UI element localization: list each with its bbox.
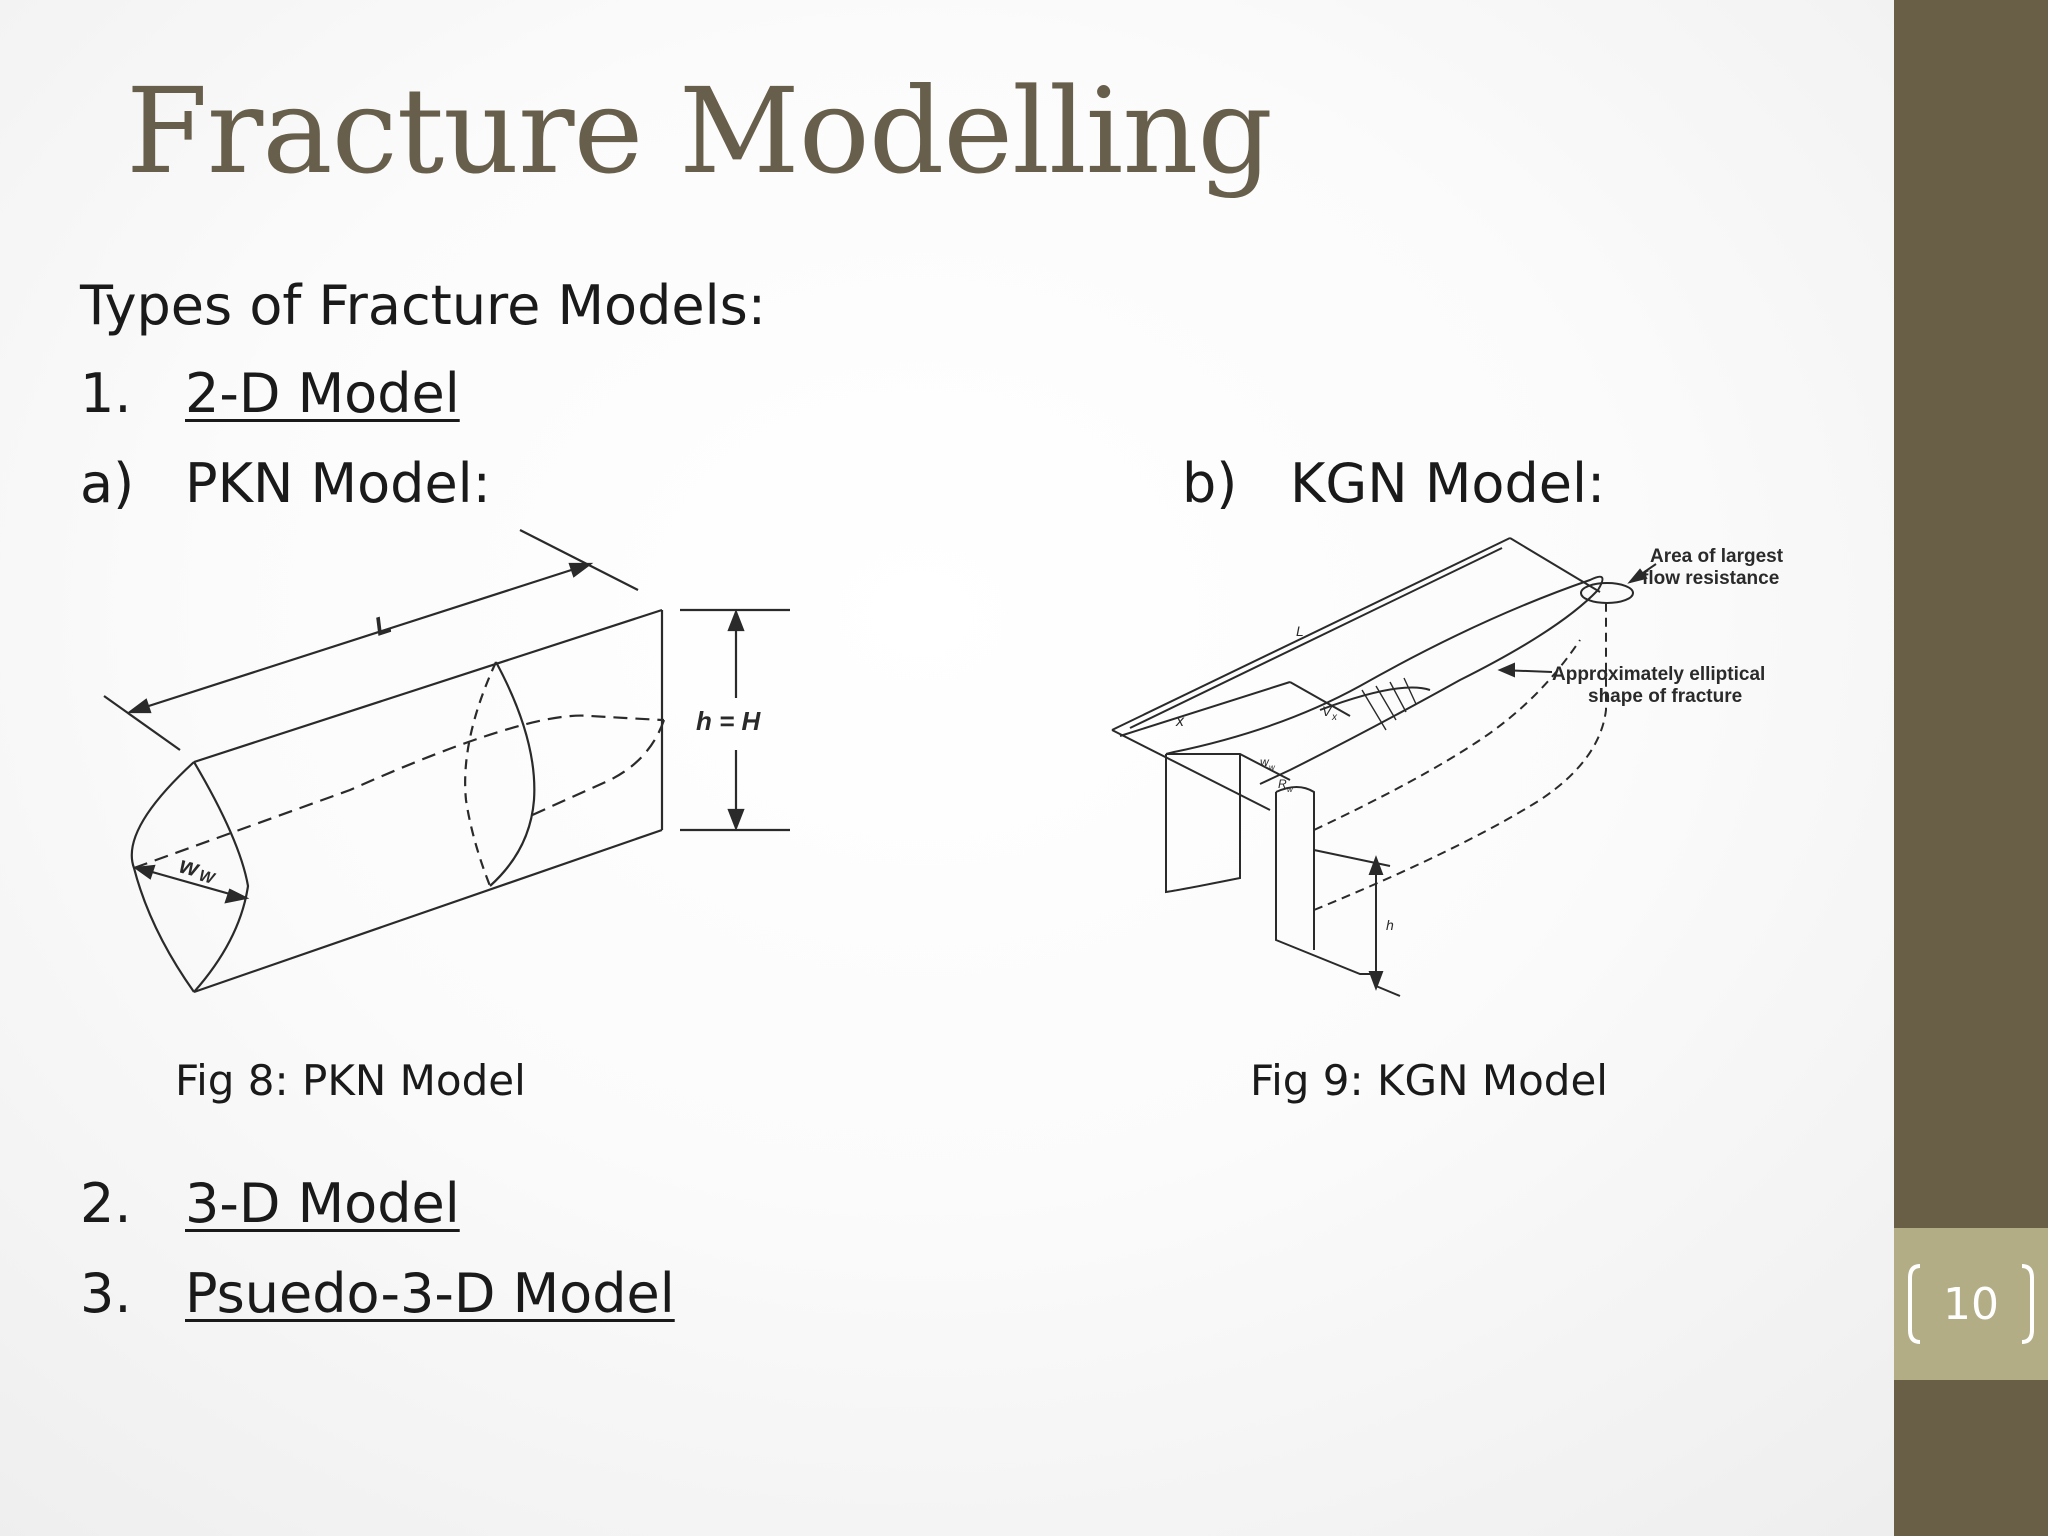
page-number-brackets bbox=[1908, 1264, 2034, 1344]
kgn-area-label-1: Area of largest bbox=[1650, 546, 1784, 567]
list-marker: 1. bbox=[80, 362, 132, 425]
kgn-r-label: R bbox=[1278, 777, 1287, 791]
list-label: 3-D Model bbox=[185, 1172, 460, 1235]
kgn-x-label: x bbox=[1175, 713, 1185, 730]
list-marker: 3. bbox=[80, 1262, 132, 1325]
kgn-shape-label-2: shape of fracture bbox=[1588, 686, 1742, 707]
page-number: 10 bbox=[1943, 1278, 1999, 1330]
kgn-w-label: w bbox=[1260, 755, 1270, 769]
pkn-width-subscript: W bbox=[197, 867, 218, 888]
intro-text: Types of Fracture Models: bbox=[80, 274, 766, 337]
kgn-shape-label-1: Approximately elliptical bbox=[1552, 664, 1765, 685]
kgn-w-subscript: w bbox=[1269, 763, 1276, 772]
pkn-length-label: L bbox=[371, 608, 395, 641]
figure-caption-pkn: Fig 8: PKN Model bbox=[175, 1056, 526, 1105]
pkn-height-label: h = H bbox=[696, 706, 762, 736]
pkn-diagram: L h = H w W bbox=[103, 529, 790, 994]
kgn-v-label: V bbox=[1322, 703, 1333, 719]
pkn-figure: L h = H w W bbox=[90, 520, 810, 1014]
kgn-diagram: L x V x w w R w h Area of largest flow r… bbox=[1111, 537, 1784, 997]
kgn-v-subscript: x bbox=[1331, 712, 1338, 723]
kgn-figure: L x V x w w R w h Area of largest flow r… bbox=[1100, 530, 1830, 1014]
page-number-box: 10 bbox=[1894, 1228, 2048, 1380]
slide-title: Fracture Modelling bbox=[126, 62, 1273, 200]
sub-label: PKN Model: bbox=[185, 452, 491, 515]
kgn-h-label: h bbox=[1386, 917, 1394, 933]
figure-caption-kgn: Fig 9: KGN Model bbox=[1250, 1056, 1608, 1105]
list-label: 2-D Model bbox=[185, 362, 460, 425]
sub-label: KGN Model: bbox=[1290, 452, 1606, 515]
list-marker: 2. bbox=[80, 1172, 132, 1235]
list-label: Psuedo-3-D Model bbox=[185, 1262, 675, 1325]
kgn-area-label-2: flow resistance bbox=[1642, 568, 1779, 589]
sub-marker: b) bbox=[1182, 452, 1238, 515]
sub-marker: a) bbox=[80, 452, 135, 515]
kgn-length-label: L bbox=[1296, 623, 1304, 639]
kgn-r-subscript: w bbox=[1287, 785, 1294, 794]
